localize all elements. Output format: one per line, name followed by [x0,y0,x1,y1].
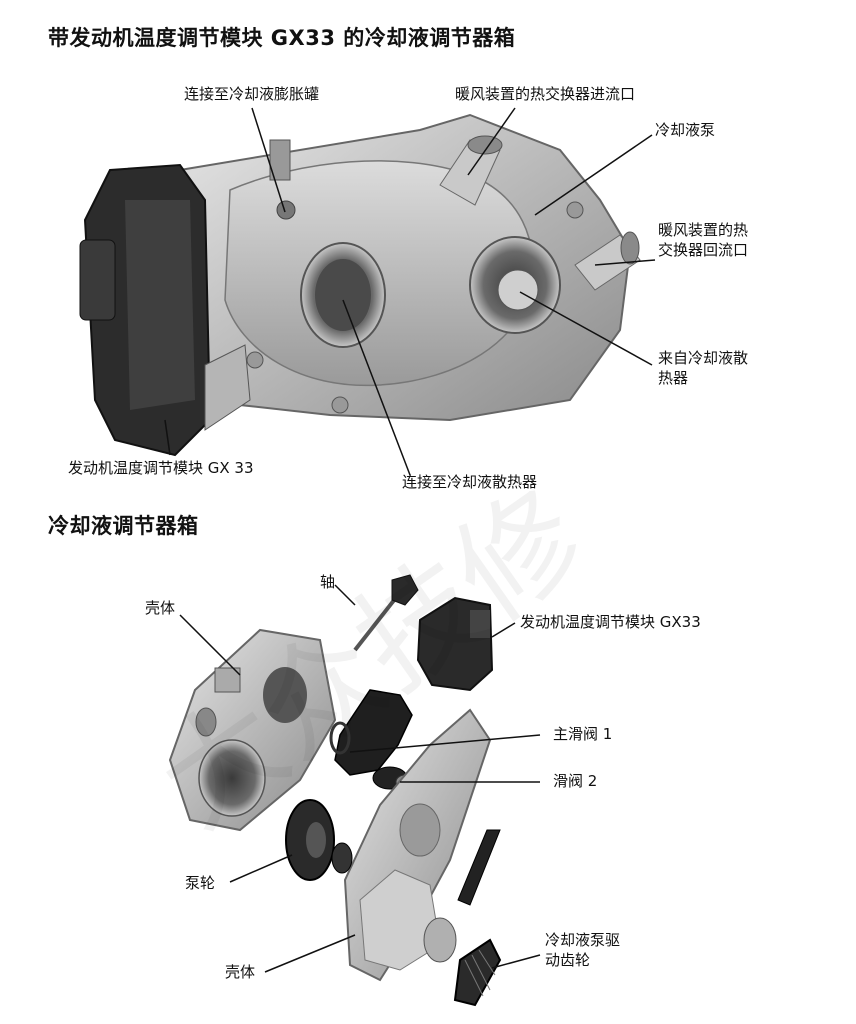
label-heater-inlet: 暖风装置的热交换器进流口 [455,85,636,103]
label-shaft: 轴 [320,573,336,591]
lower-main-slide-valve [329,689,413,776]
lower-leader-lines [179,584,541,973]
label-main-slide-valve: 主滑阀 1 [553,725,613,743]
upper-temperature-module [79,163,251,457]
watermark: 大众技修 [135,465,608,854]
lower-housing-upper [168,628,337,832]
label-expansion-tank: 连接至冷却液膨胀罐 [184,85,320,103]
upper-thermostat-housing [178,113,641,422]
lower-pump-pulley [285,799,353,881]
label-from-radiator: 来自冷却液散热器 [658,349,749,387]
upper-leader-lines [164,107,656,476]
label-pump-drive-gear: 冷却液泵驱动齿轮 [545,931,621,969]
lower-drive-gear [453,938,502,1007]
lower-temperature-module [416,596,494,692]
label-to-radiator: 连接至冷却液散热器 [402,473,538,491]
lower-belt-seal [457,829,501,906]
section2-title: 冷却液调节器箱 [48,514,199,538]
label-heater-return: 暖风装置的热交换器回流口 [658,221,749,259]
label-housing-bottom: 壳体 [225,963,256,981]
lower-shaft [353,574,419,652]
lower-housing-lower [343,708,492,982]
label-temperature-module-lower: 发动机温度调节模块 GX33 [520,613,701,631]
label-temperature-module-upper: 发动机温度调节模块 GX 33 [68,459,254,477]
section1-title: 带发动机温度调节模块 GX33 的冷却液调节器箱 [48,26,516,50]
label-housing-top: 壳体 [145,599,176,617]
label-slide-valve-2: 滑阀 2 [553,772,598,790]
label-coolant-pump: 冷却液泵 [655,121,716,139]
label-pump-pulley: 泵轮 [185,874,216,892]
